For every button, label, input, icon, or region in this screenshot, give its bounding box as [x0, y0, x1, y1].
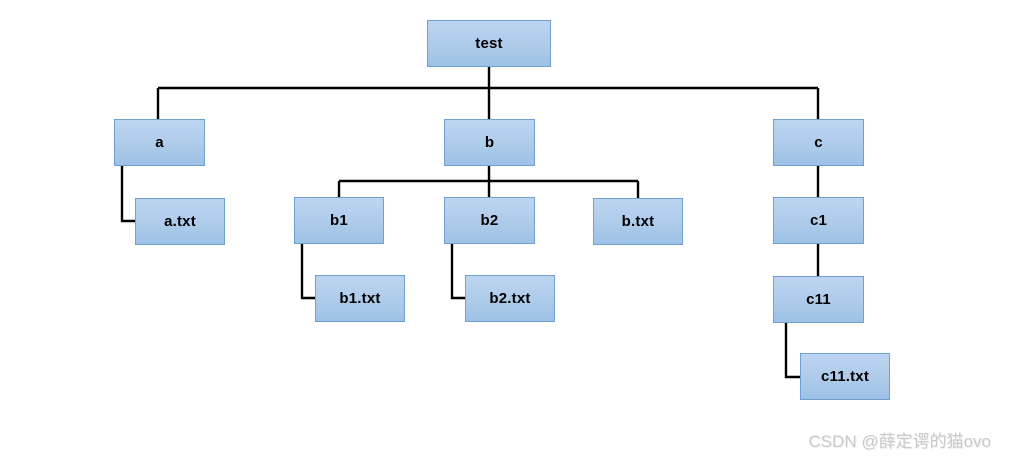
tree-node-b1: b1 [294, 197, 384, 244]
edge-b2-b2txt [450, 244, 465, 300]
edge-a-atxt [120, 166, 135, 223]
tree-node-c11-txt: c11.txt [800, 353, 890, 400]
tree-node-c1: c1 [773, 197, 864, 244]
tree-node-c11: c11 [773, 276, 864, 323]
edge-b1-b1txt [300, 244, 315, 300]
tree-node-a: a [114, 119, 205, 166]
tree-node-b2: b2 [444, 197, 535, 244]
tree-node-b1-txt: b1.txt [315, 275, 405, 322]
tree-node-test: test [427, 20, 551, 67]
tree-node-b-txt: b.txt [593, 198, 683, 245]
edge-c11-c11txt [784, 323, 800, 379]
tree-node-a-txt: a.txt [135, 198, 225, 245]
watermark-text: CSDN @薛定谔的猫ovo [808, 432, 991, 451]
tree-node-c: c [773, 119, 864, 166]
tree-node-b: b [444, 119, 535, 166]
tree-node-b2-txt: b2.txt [465, 275, 555, 322]
